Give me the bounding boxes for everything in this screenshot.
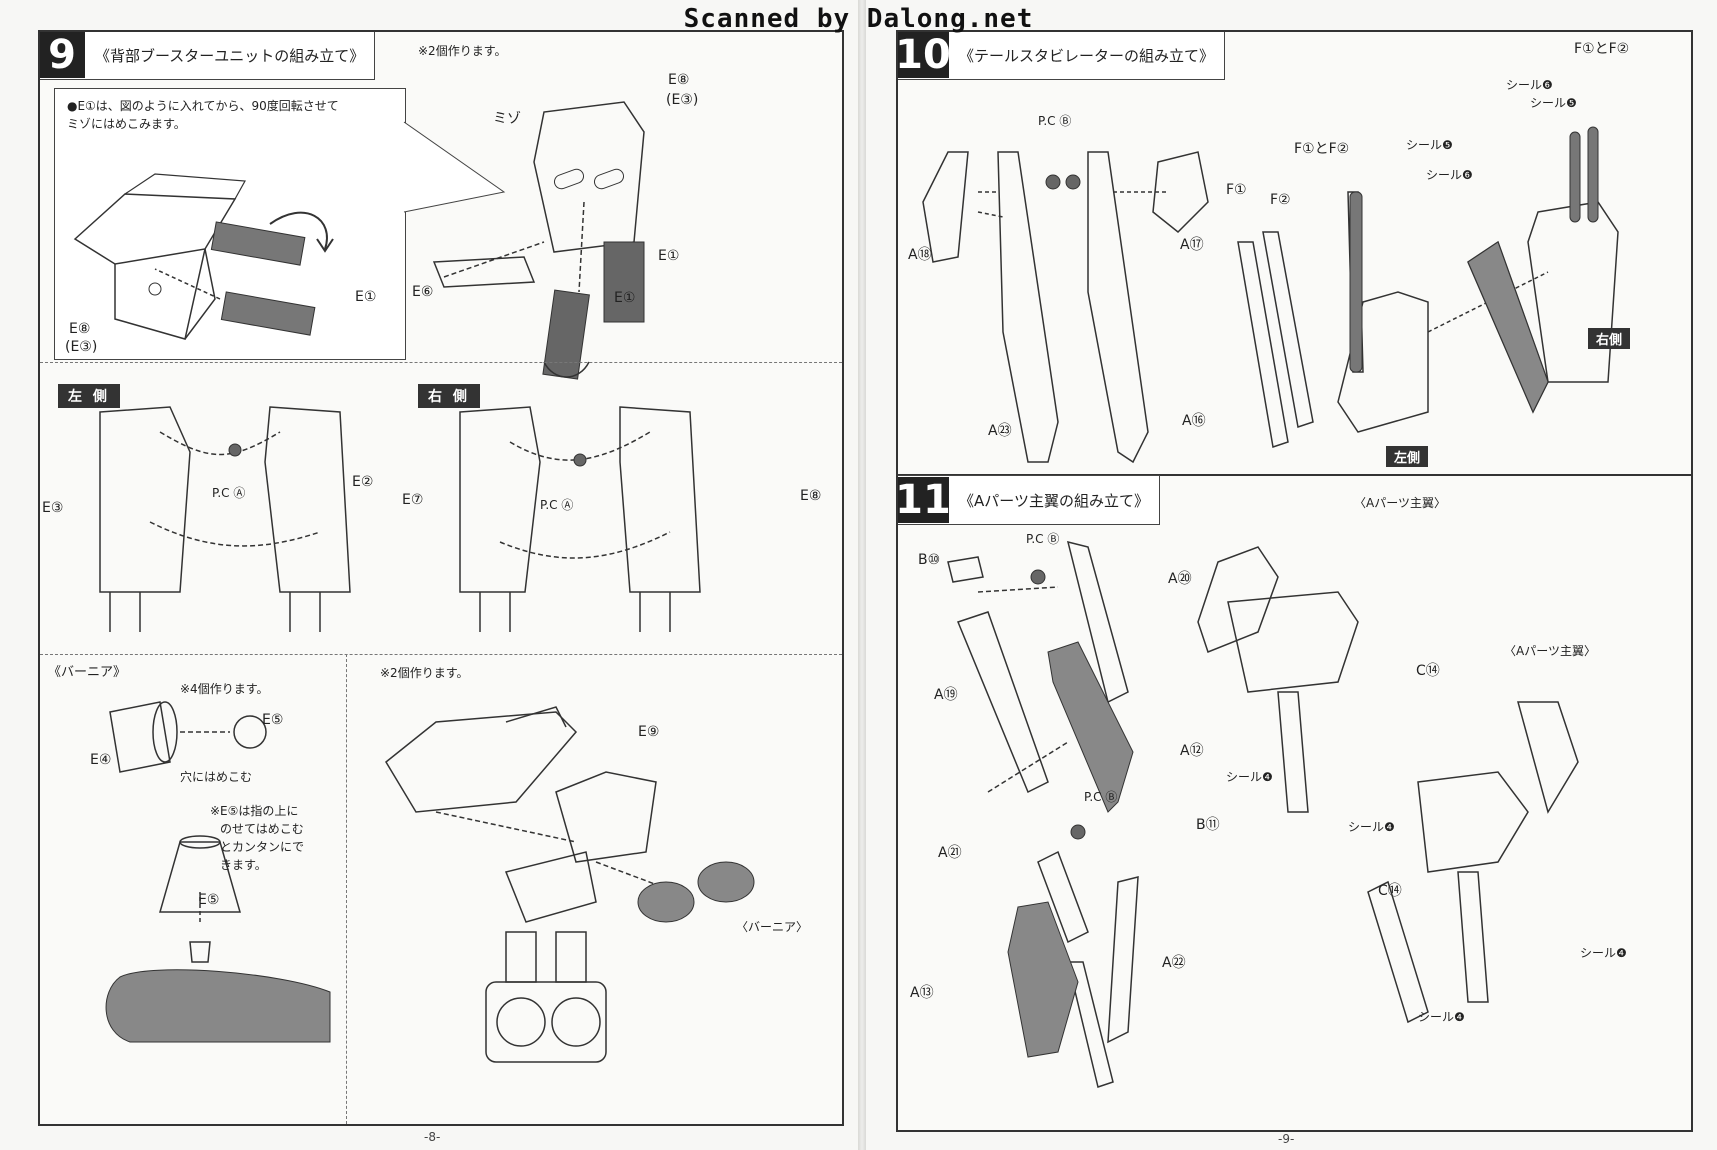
make-four-note: ※4個作ります。 (180, 682, 269, 696)
label-seal4-a: シール❹ (1226, 770, 1273, 784)
label-e1-detail: E① (355, 289, 377, 305)
detail-note-line-1: ●E①は、図のように入れてから、90度回転させて (67, 99, 339, 113)
label-f1f2: F①とF② (1294, 141, 1350, 157)
section-divider-2 (40, 654, 842, 655)
detail-note-line-2: ミゾにはめこみます。 (67, 117, 186, 131)
label-e8-top: E⑧ (668, 72, 690, 88)
tip-note-3: とカンタンにで (220, 840, 305, 854)
step-10-number: 10 (896, 32, 951, 78)
booster-assembly-drawing (403, 101, 645, 380)
label-a21: A㉑ (938, 845, 962, 861)
make-two-thruster-note: ※2個作ります。 (380, 666, 469, 680)
step-divider (898, 474, 1691, 476)
label-e2: E② (352, 474, 374, 490)
detail-illustration (73, 173, 334, 340)
label-e5-top: E⑤ (262, 712, 284, 728)
label-c14-b: C⑭ (1378, 883, 1402, 899)
step-9-title: 《背部ブースターユニットの組み立て》 (95, 46, 365, 65)
label-c14-a: C⑭ (1416, 663, 1440, 679)
label-e3-top: (E③) (666, 92, 699, 108)
label-e8-right-side: E⑧ (800, 488, 822, 504)
tip-note-4: きます。 (220, 858, 267, 872)
thruster-drawing (385, 706, 755, 1063)
step-11-title: 《Aパーツ主翼の組み立て》 (959, 491, 1149, 510)
label-e8-detail: E⑧ (69, 321, 91, 337)
label-seal5-a: シール❺ (1530, 96, 1577, 110)
scan-watermark: Scanned by Dalong.net (683, 4, 1034, 34)
thruster-vernier-label: 〈バーニア〉 (736, 920, 809, 934)
section-divider-1 (40, 362, 842, 363)
step-11-header: 11 《Aパーツ主翼の組み立て》 (896, 475, 1160, 525)
right-side-label-step10: 右側 (1588, 328, 1631, 349)
label-e6: E⑥ (412, 284, 434, 300)
right-page-frame: 10 《テールスタビレーターの組み立て》 (896, 30, 1693, 1132)
label-pcb-step11-b: P.C Ⓑ (1084, 790, 1118, 804)
label-a16: A⑯ (1182, 413, 1206, 429)
label-e1-right: E① (658, 248, 680, 264)
label-a20: A⑳ (1168, 571, 1192, 587)
right-page: 10 《テールスタビレーターの組み立て》 (866, 0, 1717, 1150)
label-e9: E⑨ (638, 724, 660, 740)
right-side-label: 右 側 (418, 384, 480, 408)
label-a23: A㉓ (988, 423, 1012, 439)
detail-callout-box: ●E①は、図のように入れてから、90度回転させて ミゾにはめこみます。 E⑧ (… (54, 88, 406, 360)
label-f1f2-top: F①とF② (1574, 41, 1630, 57)
left-side-label: 左 側 (58, 384, 120, 408)
label-a17: A⑰ (1180, 237, 1204, 253)
side-panels-drawing (99, 406, 701, 632)
label-e3-left-side: E③ (42, 500, 64, 516)
page-number-right: -9- (1278, 1132, 1295, 1146)
label-f2: F② (1270, 192, 1291, 208)
section-divider-vertical (346, 654, 347, 1124)
step-9-number: 9 (40, 32, 85, 78)
label-b10: B⑩ (918, 552, 941, 568)
tip-note-1: ※E⑤は指の上に (210, 804, 299, 818)
label-a22: A㉒ (1162, 955, 1186, 971)
left-page-frame: 9 《背部ブースターユニットの組み立て》 ※2個作ります。 ●E①は、図のように… (38, 30, 844, 1126)
label-pcb-step11-a: P.C Ⓑ (1026, 532, 1060, 546)
page-number-left: -8- (424, 1130, 441, 1144)
label-a19: A⑲ (934, 687, 958, 703)
label-e1-bottom: E① (614, 290, 636, 306)
label-a18: A⑱ (908, 247, 932, 263)
label-e4: E④ (90, 752, 112, 768)
tail-stabilizer-drawing (922, 126, 1619, 464)
main-wing-drawing (947, 540, 1579, 1088)
left-page: 9 《背部ブースターユニットの組み立て》 ※2個作ります。 ●E①は、図のように… (0, 0, 858, 1150)
step-10-title: 《テールスタビレーターの組み立て》 (959, 46, 1215, 65)
vernier-title: 《バーニア》 (48, 665, 127, 680)
label-seal4-d: シール❹ (1418, 1010, 1465, 1024)
label-e5-bottom: E⑤ (198, 892, 220, 908)
label-pca-right: P.C Ⓐ (540, 498, 574, 512)
vernier-drawing (105, 701, 331, 1043)
label-e7: E⑦ (402, 492, 424, 508)
step-9-header: 9 《背部ブースターユニットの組み立て》 (40, 32, 376, 80)
label-a13: A⑬ (910, 985, 934, 1001)
label-f1: F① (1226, 182, 1247, 198)
step-11-number: 11 (896, 477, 951, 523)
label-seal6-b: シール❻ (1426, 168, 1473, 182)
label-mizo: ミゾ (493, 111, 521, 127)
tip-note-2: のせてはめこむ (220, 822, 304, 836)
label-pcb-step10: P.C Ⓑ (1038, 114, 1072, 128)
label-seal4-b: シール❹ (1348, 820, 1395, 834)
label-main-wing-2: 〈Aパーツ主翼〉 (1504, 644, 1596, 658)
book-gutter (858, 0, 866, 1150)
label-main-wing-1: 〈Aパーツ主翼〉 (1354, 496, 1446, 510)
label-b11: B⑪ (1196, 817, 1220, 833)
hole-note: 穴にはめこむ (180, 770, 253, 784)
label-seal6-a: シール❻ (1506, 78, 1553, 92)
label-a12: A⑫ (1180, 743, 1204, 759)
label-seal4-c: シール❹ (1580, 946, 1627, 960)
step-10-header: 10 《テールスタビレーターの組み立て》 (896, 32, 1226, 80)
label-seal5-b: シール❺ (1406, 138, 1453, 152)
make-two-note: ※2個作ります。 (418, 44, 507, 58)
left-side-label-step10: 左側 (1386, 446, 1429, 467)
label-pca-left: P.C Ⓐ (212, 486, 246, 500)
label-e3-detail: (E③) (65, 339, 98, 355)
